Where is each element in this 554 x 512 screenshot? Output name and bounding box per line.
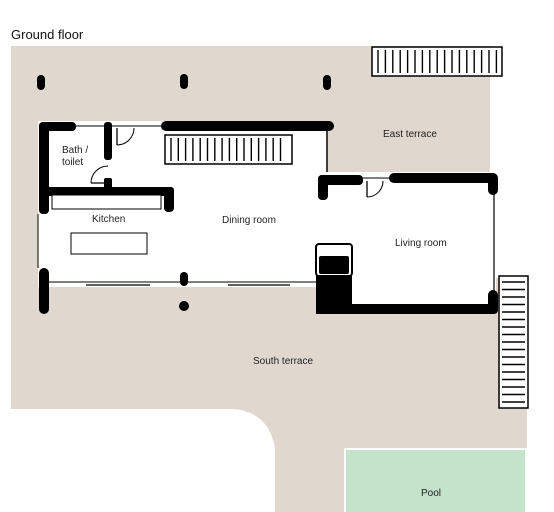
column [179, 301, 189, 311]
room-label-east-terrace: East terrace [383, 129, 437, 140]
wall [164, 187, 174, 212]
room-label-pool: Pool [421, 488, 441, 499]
column [180, 74, 188, 89]
kitchen-island [70, 232, 148, 255]
floor-title: Ground floor [11, 27, 84, 42]
wall [389, 173, 497, 183]
wall [104, 178, 112, 192]
interior-stair [164, 134, 293, 165]
fireplace-hearth [319, 256, 349, 274]
wall [318, 175, 363, 185]
room-label-south-terrace: South terrace [253, 356, 313, 367]
wall [39, 268, 49, 314]
room-label-bath: Bath / [62, 145, 88, 156]
wall [488, 290, 498, 314]
wall [488, 173, 498, 195]
room-label-living: Living room [395, 238, 447, 249]
living-door [366, 180, 384, 198]
column [323, 75, 331, 90]
wall [161, 121, 334, 131]
column [37, 75, 45, 90]
room-label-kitchen: Kitchen [92, 214, 125, 225]
room-label-toilet: toilet [62, 157, 83, 168]
room-label-dining: Dining room [222, 215, 276, 226]
wall [318, 175, 328, 200]
wall [39, 122, 49, 214]
pool [346, 450, 525, 512]
east-stair [498, 275, 529, 409]
kitchen-counter [51, 194, 162, 210]
wall [104, 122, 112, 160]
bathroom-door [116, 127, 135, 146]
north-stair [371, 46, 503, 77]
bath-inner-door [90, 165, 109, 184]
column [180, 272, 188, 286]
wall [318, 304, 498, 314]
